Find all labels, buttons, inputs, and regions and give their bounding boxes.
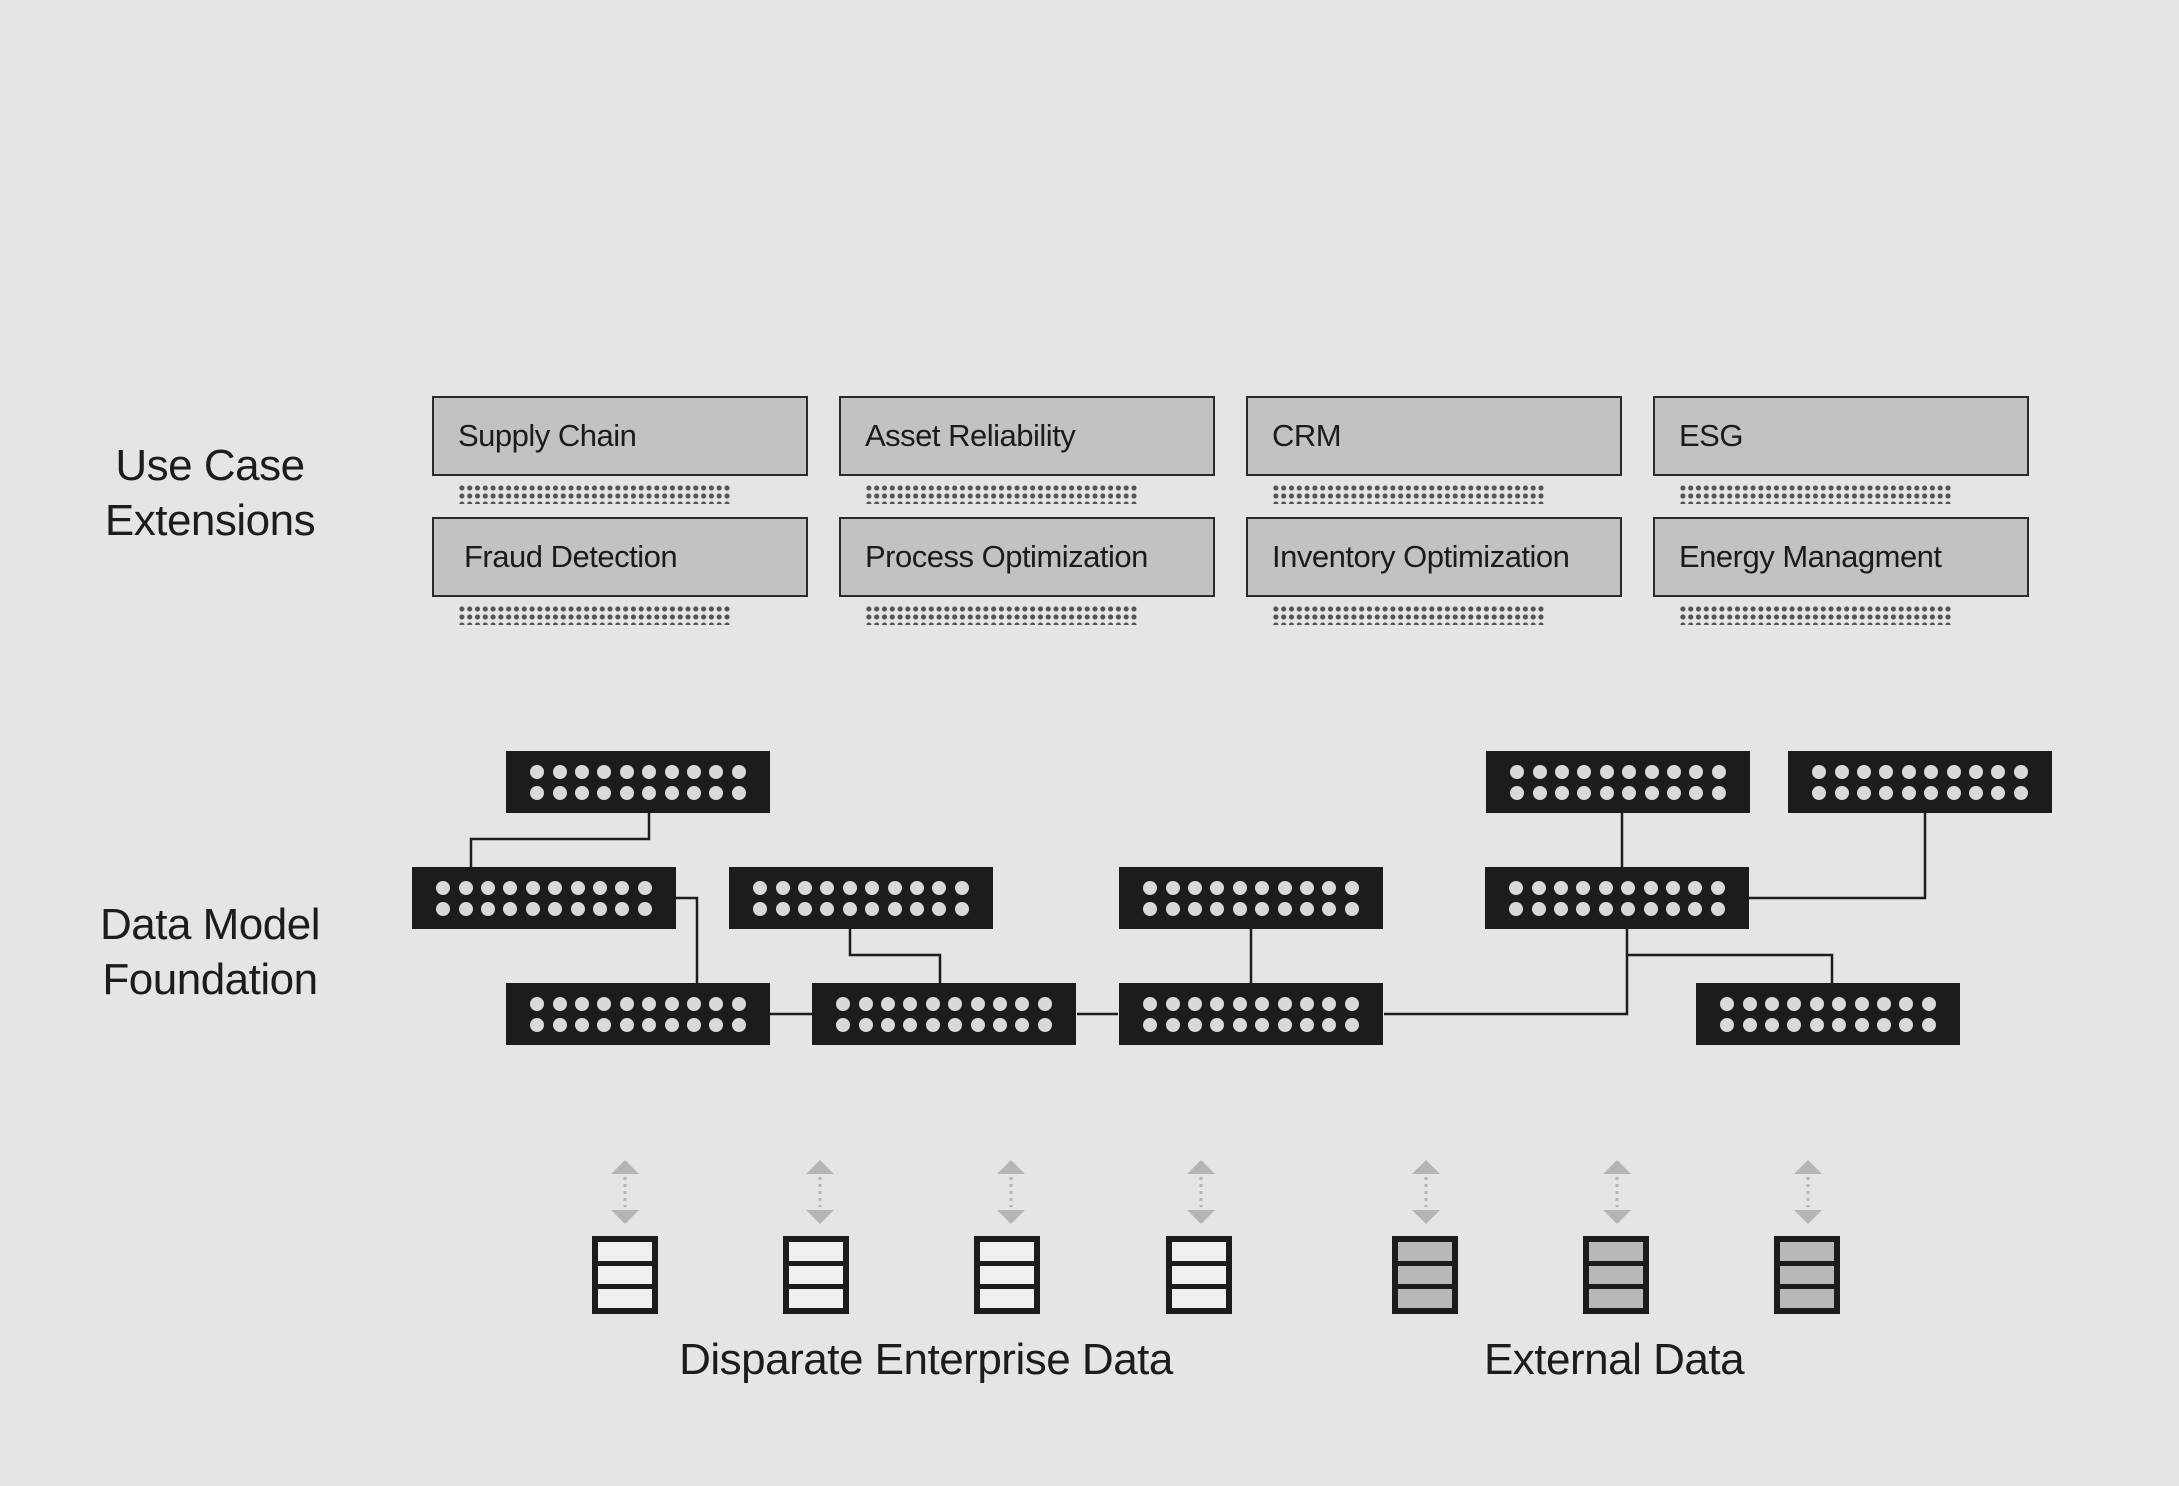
bidirectional-arrow-icon [1187,1160,1215,1224]
use-case-card: Asset Reliability [839,396,1215,504]
database-icon [783,1236,849,1314]
use-case-card: Supply Chain [432,396,808,504]
dotted-shadow [1679,484,1951,504]
bidirectional-arrow-icon [611,1160,639,1224]
database-icon [1583,1236,1649,1314]
use-case-card: CRM [1246,396,1622,504]
use-case-title: ESG [1679,418,1743,453]
server-icon [1119,867,1383,929]
server-icon [412,867,676,929]
connector [676,896,699,983]
server-icon [1788,751,2052,813]
use-case-title: Fraud Detection [464,539,678,574]
bidirectional-arrow-icon [806,1160,834,1224]
use-case-title: CRM [1272,418,1342,453]
dotted-shadow [1272,605,1544,625]
database-icon [1774,1236,1840,1314]
section-label-use-case-extensions: Use Case Extensions [104,441,316,545]
connector [1384,929,1629,1016]
server-icon [506,983,770,1045]
server-icon [729,867,993,929]
use-case-card: Energy Managment [1653,517,2029,625]
database-icon [592,1236,658,1314]
connector [848,929,942,983]
server-icon [1486,751,1750,813]
use-case-title: Inventory Optimization [1272,539,1570,574]
server-icon [1485,867,1749,929]
database-icon [1392,1236,1458,1314]
dotted-shadow [1272,484,1544,504]
dotted-shadow [458,484,730,504]
connector [469,813,651,868]
bidirectional-arrow-icon [1603,1160,1631,1224]
dotted-shadow [865,605,1137,625]
database-icon [974,1236,1040,1314]
use-case-card: Fraud Detection [432,517,808,625]
use-case-card: Process Optimization [839,517,1215,625]
server-icon [1696,983,1960,1045]
dotted-shadow [865,484,1137,504]
server-icon [812,983,1076,1045]
bidirectional-arrow-icon [1412,1160,1440,1224]
server-icon [1119,983,1383,1045]
external-data-label: External Data [1483,1335,1745,1384]
bidirectional-arrow-icon [997,1160,1025,1224]
enterprise-data-label: Disparate Enterprise Data [679,1335,1173,1384]
use-case-title: Energy Managment [1679,539,1942,574]
use-case-card: ESG [1653,396,2029,504]
connector [1749,813,1927,900]
connector [1627,953,1834,983]
use-case-title: Supply Chain [458,418,637,453]
section-label-data-model-foundation: Data Model Foundation [99,900,321,1004]
use-case-title: Process Optimization [865,539,1148,574]
dotted-shadow [1679,605,1951,625]
dotted-shadow [458,605,730,625]
use-case-title: Asset Reliability [865,418,1076,453]
database-icon [1166,1236,1232,1314]
bidirectional-arrow-icon [1794,1160,1822,1224]
use-case-card: Inventory Optimization [1246,517,1622,625]
server-icon [506,751,770,813]
